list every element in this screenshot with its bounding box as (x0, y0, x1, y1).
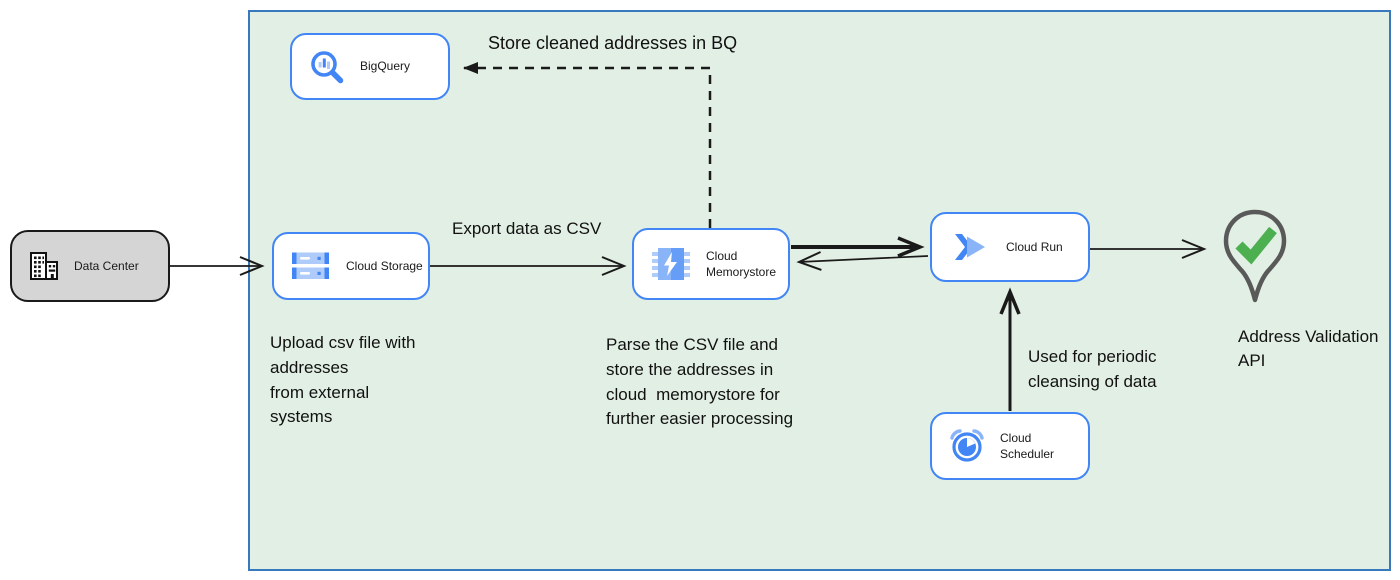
node-label: Cloud Scheduler (1000, 430, 1055, 461)
location-pin-check-icon (1223, 209, 1287, 303)
node-cloud-memorystore[interactable]: Cloud Memorystore (632, 228, 790, 300)
label-upload-csv: Upload csv file with addresses from exte… (270, 333, 416, 427)
storage-buckets-icon (292, 252, 329, 279)
label-periodic-cleansing: Used for periodic cleansing of data (1028, 347, 1157, 391)
node-label: Cloud Storage (346, 258, 423, 273)
node-data-center[interactable]: Data Center (10, 230, 170, 302)
node-label: Data Center (74, 258, 139, 273)
gcp-boundary-container (248, 10, 1391, 571)
label-store-cleaned-bq: Store cleaned addresses in BQ (488, 33, 738, 53)
alarm-clock-icon (950, 429, 984, 462)
node-cloud-run[interactable]: Cloud Run (930, 212, 1090, 282)
node-bigquery[interactable]: BigQuery (290, 33, 450, 100)
node-label: BigQuery (360, 59, 411, 74)
building-icon (30, 252, 58, 280)
node-cloud-storage[interactable]: Cloud Storage (272, 232, 430, 300)
node-cloud-scheduler[interactable]: Cloud Scheduler (930, 412, 1090, 480)
label-address-validation-api: Address Validation API (1238, 327, 1379, 370)
address-validation-api[interactable] (1218, 206, 1292, 331)
run-chevrons-icon (955, 234, 985, 260)
node-label: Cloud Memorystore (706, 248, 777, 279)
label-parse-csv: Parse the CSV file and store the address… (606, 335, 794, 429)
memory-chip-bolt-icon (652, 248, 690, 280)
bigquery-magnifier-icon (311, 50, 344, 83)
label-export-data-csv: Export data as CSV (452, 219, 602, 238)
node-label: Cloud Run (1006, 239, 1063, 254)
